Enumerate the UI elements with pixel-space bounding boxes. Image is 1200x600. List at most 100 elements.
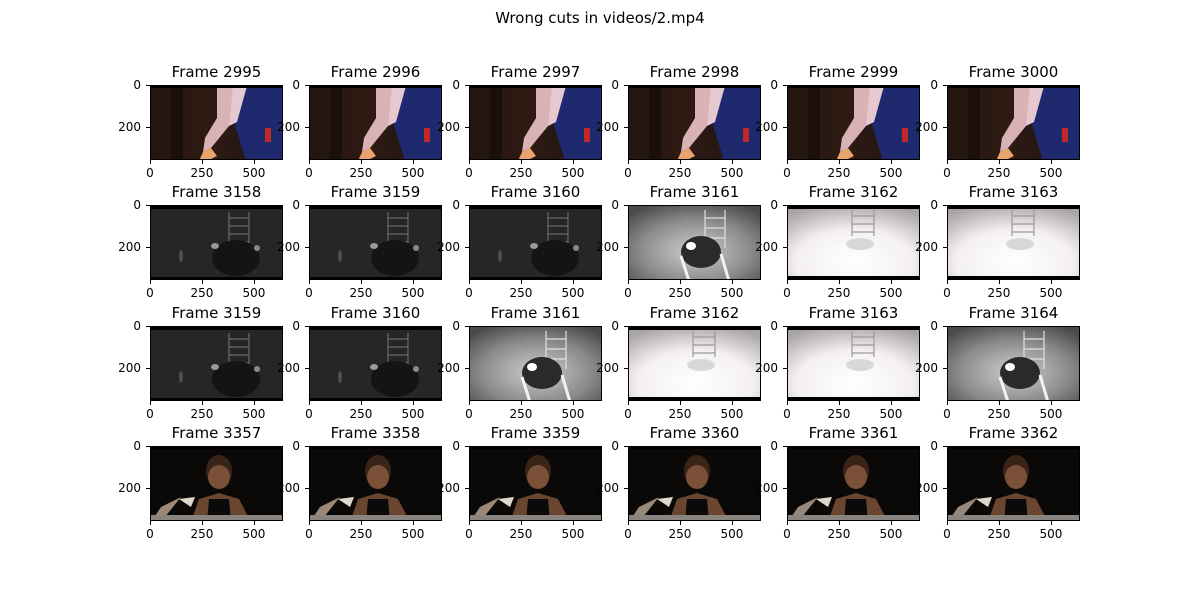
- x-tick-label: 0: [305, 407, 313, 421]
- x-tick-mark: [731, 521, 733, 525]
- y-tick-label: 200: [118, 119, 141, 134]
- y-tick-label: 0: [133, 78, 141, 92]
- x-tick-mark: [787, 521, 788, 525]
- x-tick-mark: [731, 160, 733, 164]
- x-tick-mark: [253, 280, 255, 284]
- frame-image: [309, 205, 442, 280]
- x-tick-mark: [469, 160, 470, 164]
- frame-image: [469, 205, 602, 280]
- x-tick-label: 500: [561, 166, 585, 180]
- y-tick-label: 0: [930, 439, 938, 453]
- x-tick-label: 500: [879, 407, 903, 421]
- frame-image: [628, 446, 761, 521]
- y-tick-mark: [305, 446, 309, 447]
- y-tick-mark: [146, 487, 150, 489]
- x-tick-label: 0: [465, 407, 473, 421]
- x-tick-label: 250: [668, 166, 692, 180]
- x-tick-label: 250: [827, 527, 851, 541]
- frame-image: [628, 85, 761, 160]
- x-tick-mark: [1050, 280, 1052, 284]
- y-tick-label: 0: [452, 78, 460, 92]
- x-tick-mark: [520, 521, 522, 525]
- x-tick-label: 250: [509, 527, 533, 541]
- x-tick-mark: [838, 401, 840, 405]
- x-tick-mark: [150, 521, 151, 525]
- x-tick-label: 500: [1039, 527, 1063, 541]
- x-tick-label: 250: [349, 286, 373, 300]
- x-tick-mark: [628, 280, 629, 284]
- x-tick-mark: [998, 521, 1000, 525]
- x-tick-label: 250: [349, 407, 373, 421]
- frame-image: [150, 326, 283, 401]
- frame-image: [150, 205, 283, 280]
- y-tick-mark: [465, 367, 469, 369]
- y-tick-mark: [943, 246, 947, 248]
- y-tick-label: 200: [277, 480, 300, 495]
- y-tick-mark: [146, 205, 150, 206]
- x-tick-mark: [412, 521, 414, 525]
- y-tick-label: 0: [930, 78, 938, 92]
- x-tick-mark: [360, 401, 362, 405]
- frame-image: [309, 446, 442, 521]
- panel-title: Frame 2997: [490, 63, 581, 81]
- x-tick-label: 250: [190, 407, 214, 421]
- x-tick-mark: [201, 280, 203, 284]
- y-tick-mark: [305, 246, 309, 248]
- panel-title: Frame 3358: [330, 424, 421, 442]
- x-tick-mark: [309, 521, 310, 525]
- figure-title: Wrong cuts in videos/2.mp4: [495, 9, 705, 27]
- frame-image: [787, 85, 920, 160]
- y-tick-label: 200: [437, 119, 460, 134]
- y-tick-mark: [146, 446, 150, 447]
- y-tick-mark: [783, 487, 787, 489]
- y-tick-mark: [783, 326, 787, 327]
- frame-image: [787, 446, 920, 521]
- x-tick-mark: [787, 401, 788, 405]
- x-tick-label: 250: [190, 166, 214, 180]
- x-tick-mark: [412, 160, 414, 164]
- y-tick-label: 0: [452, 319, 460, 333]
- y-tick-label: 0: [770, 78, 778, 92]
- x-tick-mark: [679, 521, 681, 525]
- y-tick-mark: [624, 446, 628, 447]
- frame-image: [469, 326, 602, 401]
- x-tick-label: 250: [668, 527, 692, 541]
- x-tick-label: 0: [624, 407, 632, 421]
- y-tick-label: 200: [277, 360, 300, 375]
- x-tick-label: 0: [783, 407, 791, 421]
- y-tick-mark: [465, 326, 469, 327]
- panel-title: Frame 3160: [490, 183, 581, 201]
- x-tick-label: 500: [879, 286, 903, 300]
- x-tick-mark: [309, 401, 310, 405]
- y-tick-mark: [624, 326, 628, 327]
- x-tick-label: 500: [1039, 286, 1063, 300]
- x-tick-label: 250: [668, 407, 692, 421]
- y-tick-mark: [783, 367, 787, 369]
- x-tick-label: 0: [943, 407, 951, 421]
- y-tick-mark: [624, 367, 628, 369]
- y-tick-label: 0: [611, 319, 619, 333]
- x-tick-mark: [572, 280, 574, 284]
- y-tick-mark: [146, 85, 150, 86]
- y-tick-mark: [624, 246, 628, 248]
- y-tick-label: 0: [611, 198, 619, 212]
- y-tick-label: 200: [596, 480, 619, 495]
- panel-title: Frame 3359: [490, 424, 581, 442]
- y-tick-label: 200: [118, 360, 141, 375]
- y-tick-mark: [624, 85, 628, 86]
- x-tick-mark: [520, 280, 522, 284]
- y-tick-label: 0: [770, 319, 778, 333]
- frame-image: [469, 446, 602, 521]
- x-tick-label: 500: [242, 407, 266, 421]
- x-tick-label: 500: [720, 286, 744, 300]
- frame-image: [947, 326, 1080, 401]
